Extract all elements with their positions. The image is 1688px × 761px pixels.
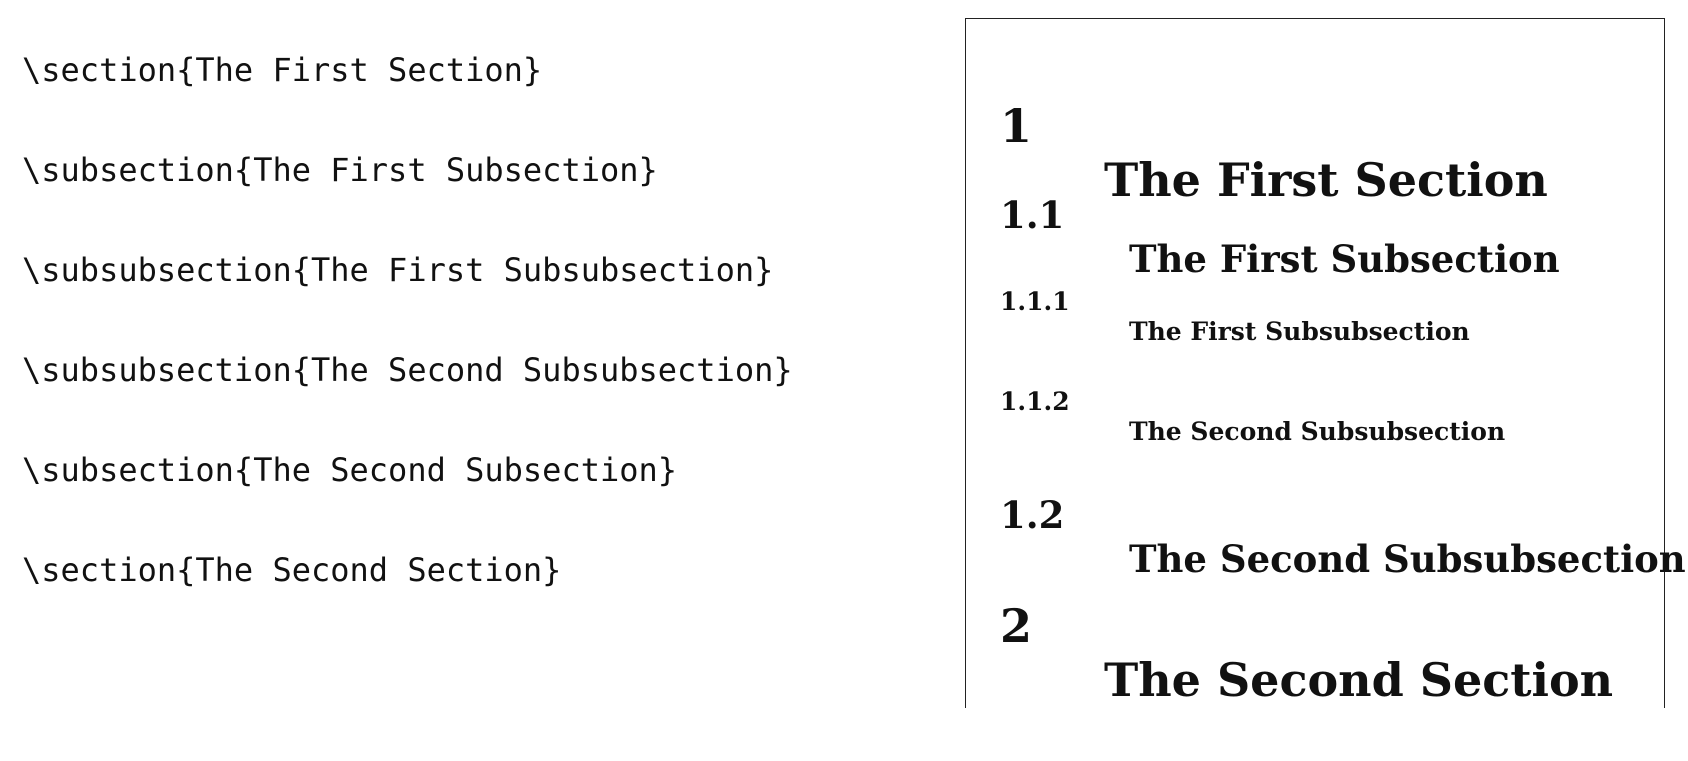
rendered-output-panel: 1 The First Section 1.1 The First Subsec…: [965, 18, 1686, 708]
section-heading-2: 2 The Second Section: [966, 545, 1613, 761]
subsection-heading-1-2: 1.2 The Second Subsubsection: [966, 449, 1686, 625]
subsection-title: The First Subsection: [1129, 237, 1560, 281]
subsubsection-title: The Second Subsubsection: [1129, 417, 1506, 446]
section-number: 1: [1000, 99, 1033, 153]
subsubsection-title: The First Subsubsection: [1129, 317, 1470, 346]
source-line-subsubsection-1: \subsubsection{The First Subsubsection}: [22, 251, 774, 289]
source-line-subsection-2: \subsection{The Second Subsection}: [22, 451, 678, 489]
subsection-heading-1-1: 1.1 The First Subsection: [966, 149, 1560, 325]
section-title: The Second Section: [1104, 653, 1614, 707]
section-number: 2: [1000, 599, 1033, 653]
source-line-subsection-1: \subsection{The First Subsection}: [22, 151, 658, 189]
source-line-section-2: \section{The Second Section}: [22, 551, 562, 589]
subsection-title: The Second Subsubsection: [1129, 537, 1686, 581]
latex-source-panel: \section{The First Section} \subsection{…: [22, 0, 922, 688]
source-line-subsubsection-2: \subsubsection{The Second Subsubsection}: [22, 351, 793, 389]
subsubsection-heading-1-1-1: 1.1.1 The First Subsubsection: [966, 257, 1470, 377]
subsubsection-number: 1.1.1: [1000, 287, 1070, 316]
subsection-number: 1.2: [1000, 493, 1065, 537]
section-title: The First Section: [1104, 153, 1548, 207]
source-line-section-1: \section{The First Section}: [22, 51, 543, 89]
subsubsection-heading-1-1-2: 1.1.2 The Second Subsubsection: [966, 357, 1505, 477]
section-heading-1: 1 The First Section: [966, 45, 1548, 261]
subsubsection-number: 1.1.2: [1000, 387, 1070, 416]
subsection-number: 1.1: [1000, 193, 1065, 237]
